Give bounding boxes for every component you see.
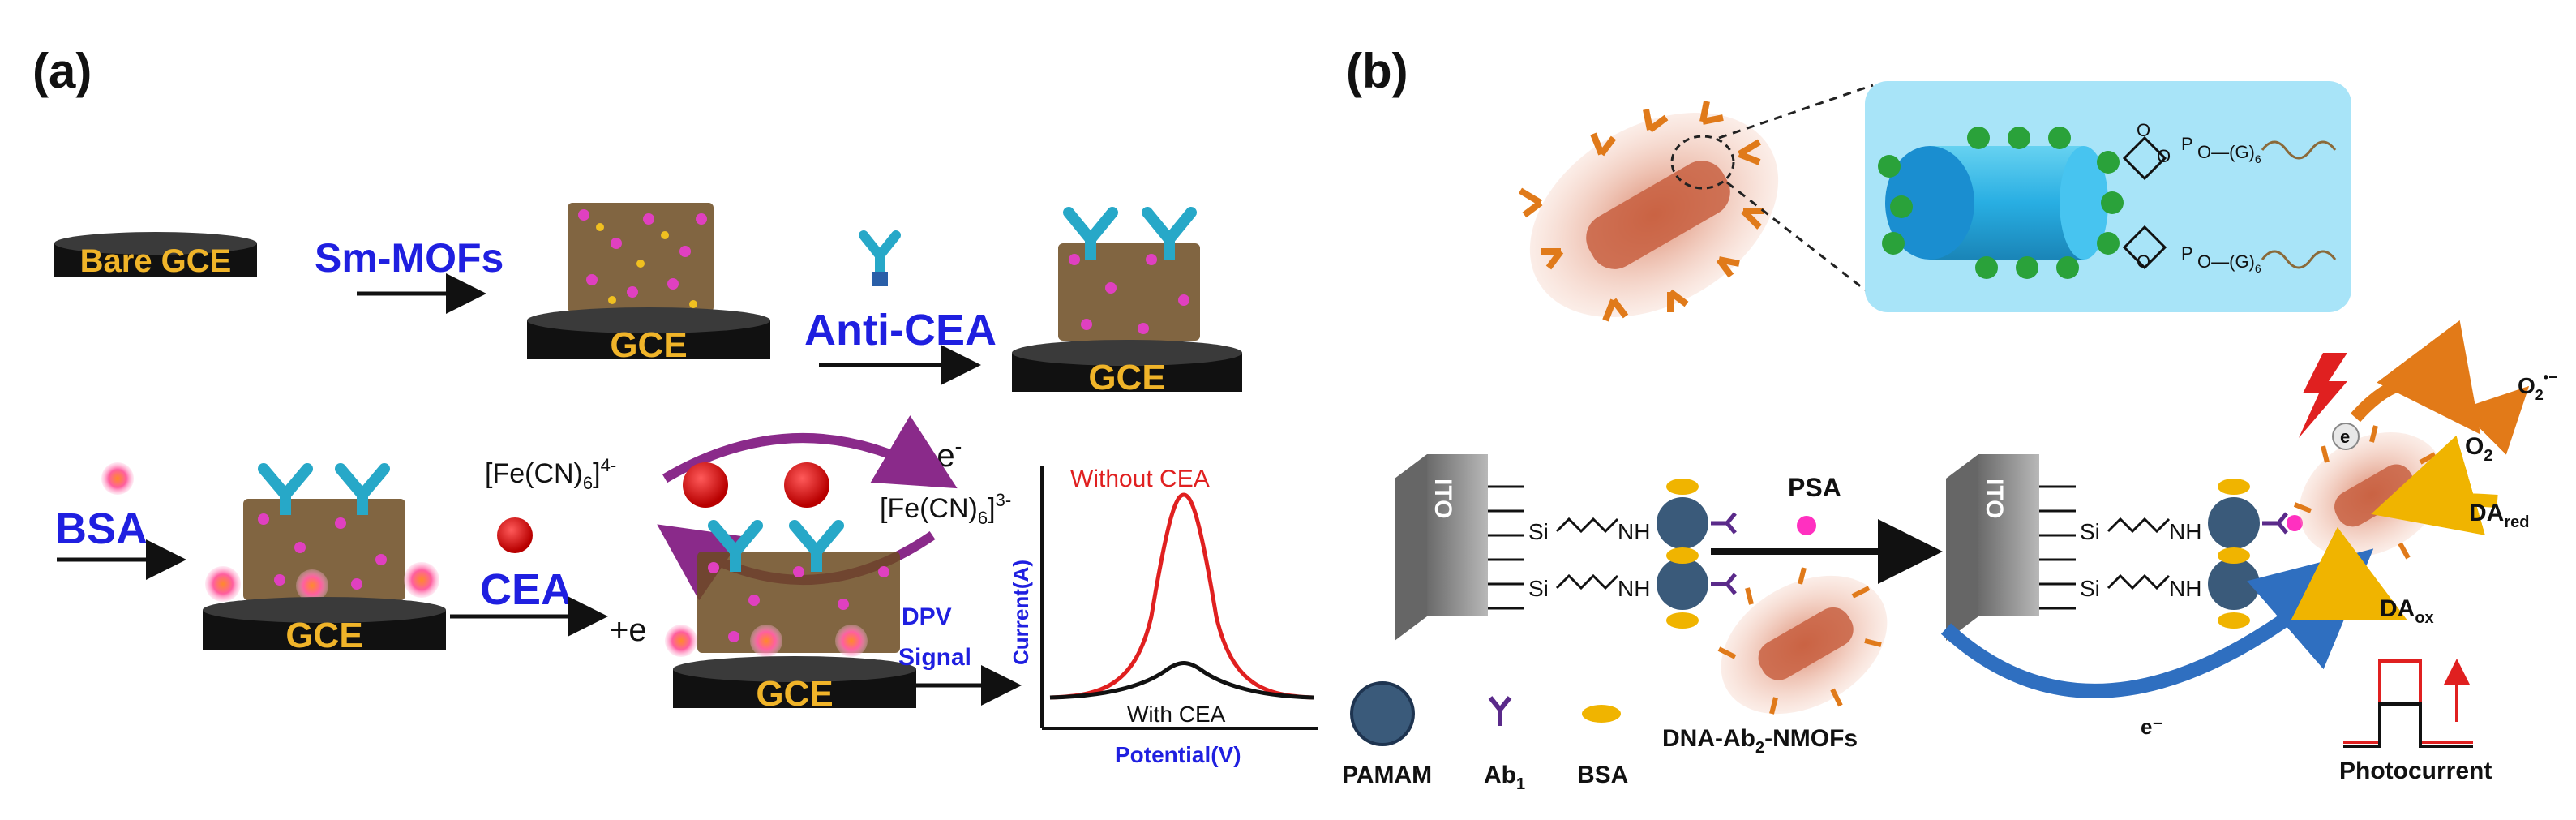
electron-dot-label: e (2340, 427, 2350, 447)
panel-b: (b) (1342, 44, 2557, 793)
gce-antibody-electrode: GCE (1012, 207, 1242, 397)
with-cea-label: With CEA (1127, 702, 1226, 727)
si-label-1: Si (1528, 519, 1549, 544)
without-cea-label: Without CEA (1070, 466, 1210, 492)
mof-cluster (568, 203, 714, 312)
zoom-line-top (1718, 84, 1874, 140)
si-label-3: Si (2080, 519, 2100, 544)
fe3-label: [Fe(CN)6]3- (880, 490, 1011, 528)
o-label-3: O (2137, 251, 2150, 272)
gce-label-2: GCE (1088, 358, 1165, 397)
cea-label: CEA (480, 565, 572, 614)
legend-dna-nmofs: DNA-Ab2-NMOFs (1662, 725, 1858, 757)
curve-with-cea (1049, 661, 1314, 700)
g6-label-1: O—(G)6 (2197, 142, 2261, 165)
nh-label-4: NH (2169, 576, 2201, 601)
legend: PAMAM Ab1 BSA DNA-Ab2-NMOFs (1342, 681, 1858, 793)
zoom-detail-box: O O P O P O—(G)6 O—(G)6 (1865, 81, 2351, 312)
o2-label: O2 (2465, 433, 2492, 465)
cea-ball-icon (497, 517, 533, 553)
bare-gce-label: Bare GCE (80, 243, 232, 279)
psa-label: PSA (1788, 473, 1841, 502)
plus-e-label: +e (610, 612, 647, 648)
photocurrent-plot: Photocurrent (2339, 659, 2492, 784)
ito-electrode-2: ITO Si Si NH NH (1946, 454, 2303, 641)
bsa-legend-icon (1582, 705, 1621, 723)
gce-bsa-electrode: GCE (203, 463, 446, 655)
potential-axis-label: Potential(V) (1115, 742, 1241, 767)
ito-label-2: ITO (1981, 479, 2008, 518)
o2-radical-label: O2•− (2518, 369, 2557, 403)
p-label-2: P (2181, 243, 2193, 264)
panel-a-label: (a) (32, 44, 92, 98)
da-red-arrow (2371, 435, 2498, 535)
dna-nmof-rod-middle (1717, 567, 1888, 715)
ab1-icon (1488, 696, 1512, 726)
gce-label-1: GCE (610, 325, 687, 365)
nh-label-3: NH (2169, 519, 2201, 544)
gce-mof-electrode: GCE (527, 203, 770, 365)
si-label-2: Si (1528, 576, 1549, 601)
si-label-4: Si (2080, 576, 2100, 601)
o2-radical-arrow (2460, 385, 2530, 455)
current-axis-label: Current(A) (1009, 560, 1033, 665)
gce-label-4: GCE (756, 674, 833, 714)
minus-e-label: -e- (926, 434, 962, 474)
bare-gce-electrode: Bare GCE (54, 232, 257, 279)
nh-label-1: NH (1618, 519, 1650, 544)
g6-label-2: O—(G)6 (2197, 251, 2261, 275)
bsa-blob-icon (101, 462, 134, 495)
panel-a: (a) Bare GCE Sm-MOFs GCE (32, 44, 1318, 767)
fe4-label: [Fe(CN)6]4- (485, 455, 616, 493)
gce-sensing-electrode: GCE (665, 462, 916, 714)
o-label-1: O (2137, 120, 2150, 140)
dpv-plot: Current(A) Potential(V) Without CEA With… (1009, 466, 1318, 767)
electron-transfer-arrow (1940, 548, 2374, 698)
p-label-1: P (2181, 134, 2193, 154)
o-label-2: O (2157, 146, 2171, 166)
sm-mofs-label: Sm-MOFs (315, 235, 504, 281)
o2-arrow (2351, 320, 2481, 435)
photocurrent-black-trace (2343, 702, 2473, 748)
photocurrent-label: Photocurrent (2339, 758, 2492, 784)
psa-icon (1797, 516, 1816, 535)
da-ox-arrow (2291, 526, 2407, 620)
nh-label-2: NH (1618, 576, 1650, 601)
curve-without-cea (1049, 492, 1314, 700)
legend-pamam: PAMAM (1342, 762, 1432, 788)
redox-arrow-top (662, 415, 958, 489)
photocurrent-red-trace (2343, 659, 2473, 744)
dpv-label: DPV (902, 603, 952, 630)
ito-label-1: ITO (1429, 479, 1456, 518)
pamam-icon (1350, 681, 1415, 746)
da-red-label: DAred (2469, 500, 2529, 531)
ito-electrode-1: ITO Si Si NH NH (1395, 454, 1737, 641)
dna-nmof-rod-large (1518, 101, 1779, 322)
legend-ab1: Ab1 (1484, 762, 1525, 793)
anti-cea-label: Anti-CEA (804, 306, 997, 354)
antibody-icon (859, 230, 901, 286)
gce-label-3: GCE (285, 616, 362, 655)
legend-bsa: BSA (1577, 762, 1628, 788)
signal-label: Signal (898, 644, 971, 671)
light-bolt-icon (2299, 353, 2347, 438)
zoom-line-bottom (1726, 181, 1874, 298)
bsa-label: BSA (55, 504, 148, 553)
e-minus-label: e⁻ (2141, 715, 2163, 739)
da-ox-label: DAox (2380, 595, 2434, 627)
panel-b-label: (b) (1346, 44, 1408, 98)
zoom-circle (1670, 135, 1735, 190)
